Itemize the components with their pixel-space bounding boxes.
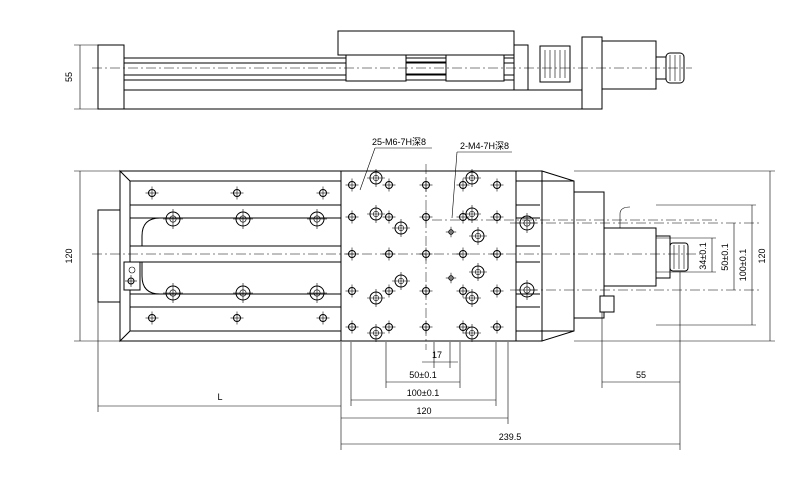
dim-L: L [217, 392, 222, 402]
mounting-holes [125, 169, 537, 342]
dim-239-5: 239.5 [499, 432, 522, 442]
top-view: 25-M6-7H深8 2-M4-7H深8 120 120 100±0.1 50±… [64, 137, 775, 450]
side-motor [601, 40, 657, 90]
top-motor [603, 227, 657, 287]
dim-side-height: 55 [64, 72, 74, 82]
side-end-block-left [97, 44, 125, 110]
side-base [123, 89, 583, 110]
side-view: 55 [64, 30, 692, 110]
dim-17: 17 [432, 350, 442, 360]
top-end-stub [97, 209, 121, 303]
dim-100-horizontal: 100±0.1 [407, 388, 439, 398]
dim-right-height: 120 [757, 248, 767, 263]
dim-50-horizontal: 50±0.1 [409, 370, 436, 380]
callout-m4-holes: 2-M4-7H深8 [460, 141, 509, 151]
side-motor-mount [581, 36, 603, 110]
side-carriage-top [337, 30, 515, 56]
dim-left-height: 120 [64, 248, 74, 263]
dim-55: 55 [636, 370, 646, 380]
dim-50-vertical: 50±0.1 [720, 243, 730, 270]
dim-34-vertical: 34±0.1 [698, 242, 708, 269]
dim-100-vertical: 100±0.1 [738, 249, 748, 281]
dim-120-horizontal: 120 [416, 406, 431, 416]
top-limit-block [123, 261, 141, 291]
top-motor-mount [573, 191, 605, 319]
side-end-block-right [513, 44, 529, 91]
callout-m6-holes: 25-M6-7H深8 [372, 137, 426, 147]
